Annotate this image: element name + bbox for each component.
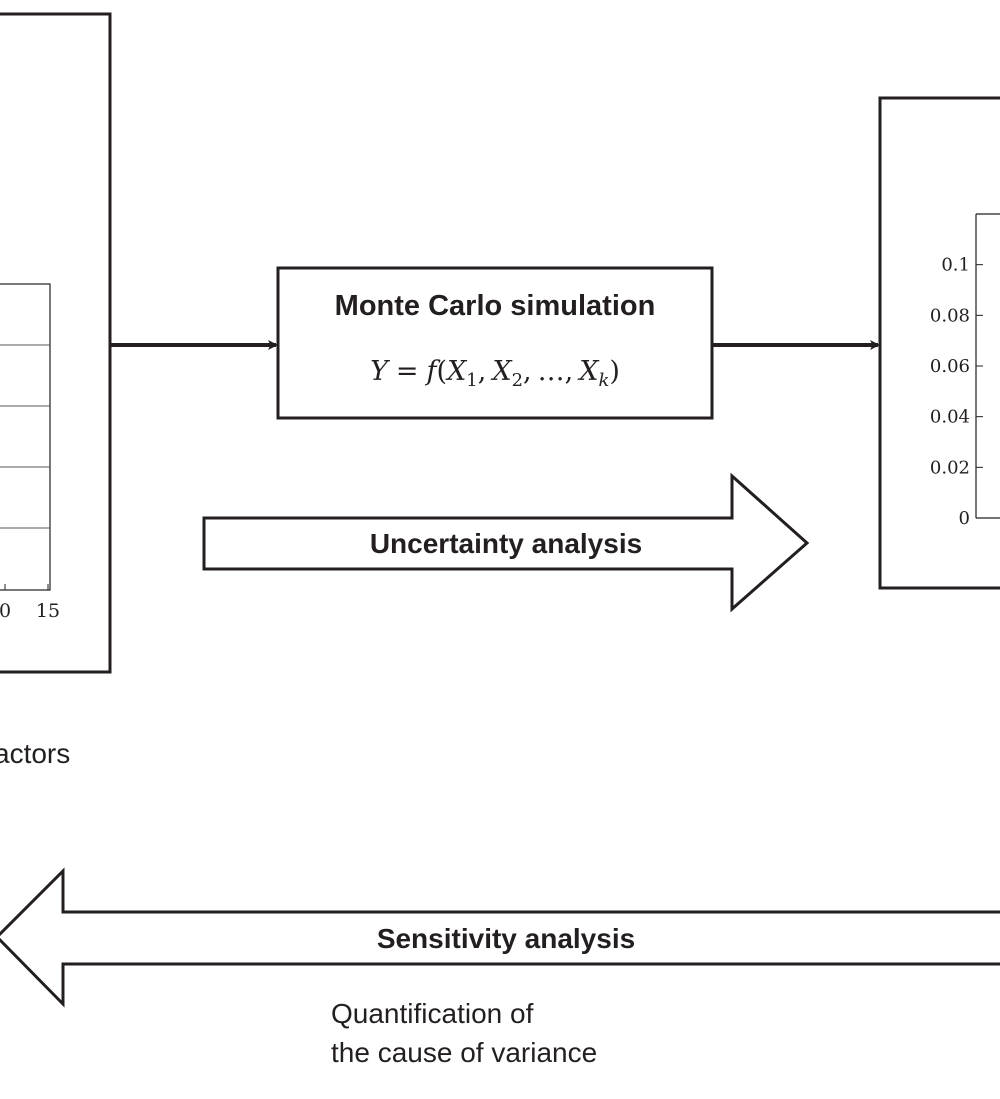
formula-separator: , xyxy=(523,356,532,387)
formula-output-variable: Y xyxy=(370,356,390,387)
output-y-tick-label: 0.02 xyxy=(930,457,970,478)
output-distribution-panel: 0.1 0.08 0.06 0.04 0.02 0 xyxy=(878,96,1000,590)
output-y-tick-label: 0.1 xyxy=(941,255,970,276)
formula-xk-subscript: k xyxy=(598,370,609,391)
sensitivity-analysis-arrow: Sensitivity analysis xyxy=(0,867,1000,1008)
formula-x1-subscript: 1 xyxy=(466,370,477,391)
formula-close-paren: ) xyxy=(609,356,620,387)
input-factors-caption: actors xyxy=(0,738,70,769)
monte-carlo-frame xyxy=(276,266,714,420)
uncertainty-analysis-arrow: Uncertainty analysis xyxy=(202,472,810,613)
uncertainty-arrow-label: Uncertainty analysis xyxy=(370,528,642,559)
output-y-ticks: 0.1 0.08 0.06 0.04 0.02 0 xyxy=(930,255,983,529)
input-x-tick-label: 0 xyxy=(0,600,11,622)
output-histogram-plot: 0.1 0.08 0.06 0.04 0.02 0 xyxy=(930,213,1000,529)
input-factors-frame xyxy=(0,12,112,674)
output-frame xyxy=(878,96,1000,590)
output-y-tick-label: 0.06 xyxy=(930,356,970,377)
sensitivity-caption-line2: the cause of variance xyxy=(331,1037,597,1068)
output-y-tick-label: 0.04 xyxy=(930,407,970,428)
formula-x2-subscript: 2 xyxy=(512,370,523,391)
input-histogram-plot: 0 15 xyxy=(0,283,60,622)
uncertainty-arrow-shape xyxy=(202,472,810,613)
model-formula: Y=f(X1,X2,…,Xk) xyxy=(370,356,620,391)
sensitivity-caption-line1: Quantification of xyxy=(331,998,534,1029)
sensitivity-arrow-label: Sensitivity analysis xyxy=(377,923,635,954)
formula-ellipsis: … xyxy=(538,356,565,387)
input-x-tick-label: 15 xyxy=(36,600,60,622)
input-factors-panel: 0 15 actors xyxy=(0,12,112,769)
monte-carlo-box: Monte Carlo simulation Y=f(X1,X2,…,Xk) xyxy=(276,266,714,420)
formula-open-paren: ( xyxy=(437,356,448,387)
output-y-tick-label: 0.08 xyxy=(930,305,970,326)
input-plot-area xyxy=(0,283,51,591)
output-y-tick-label: 0 xyxy=(959,508,970,529)
formula-x1: X xyxy=(445,356,468,387)
formula-x2: X xyxy=(490,356,513,387)
formula-function: f xyxy=(425,356,441,387)
monte-carlo-title: Monte Carlo simulation xyxy=(335,290,656,322)
formula-xk: X xyxy=(577,356,600,387)
formula-equals: = xyxy=(396,356,419,387)
formula-separator: , xyxy=(565,356,574,387)
formula-separator: , xyxy=(478,356,487,387)
sensitivity-arrow-shape xyxy=(0,867,1000,1008)
